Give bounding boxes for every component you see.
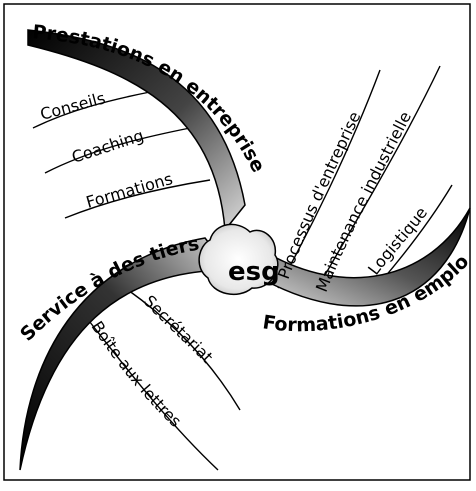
line-formations (64, 179, 211, 219)
center-node (198, 223, 279, 296)
line-boite-aux-lettres (81, 311, 219, 471)
line-conseils (32, 91, 151, 129)
branch-prestations (27, 29, 246, 232)
line-coaching (44, 127, 191, 174)
line-maintenance (311, 65, 441, 299)
center-label: esg (228, 257, 280, 287)
line-secretariat (127, 289, 241, 411)
